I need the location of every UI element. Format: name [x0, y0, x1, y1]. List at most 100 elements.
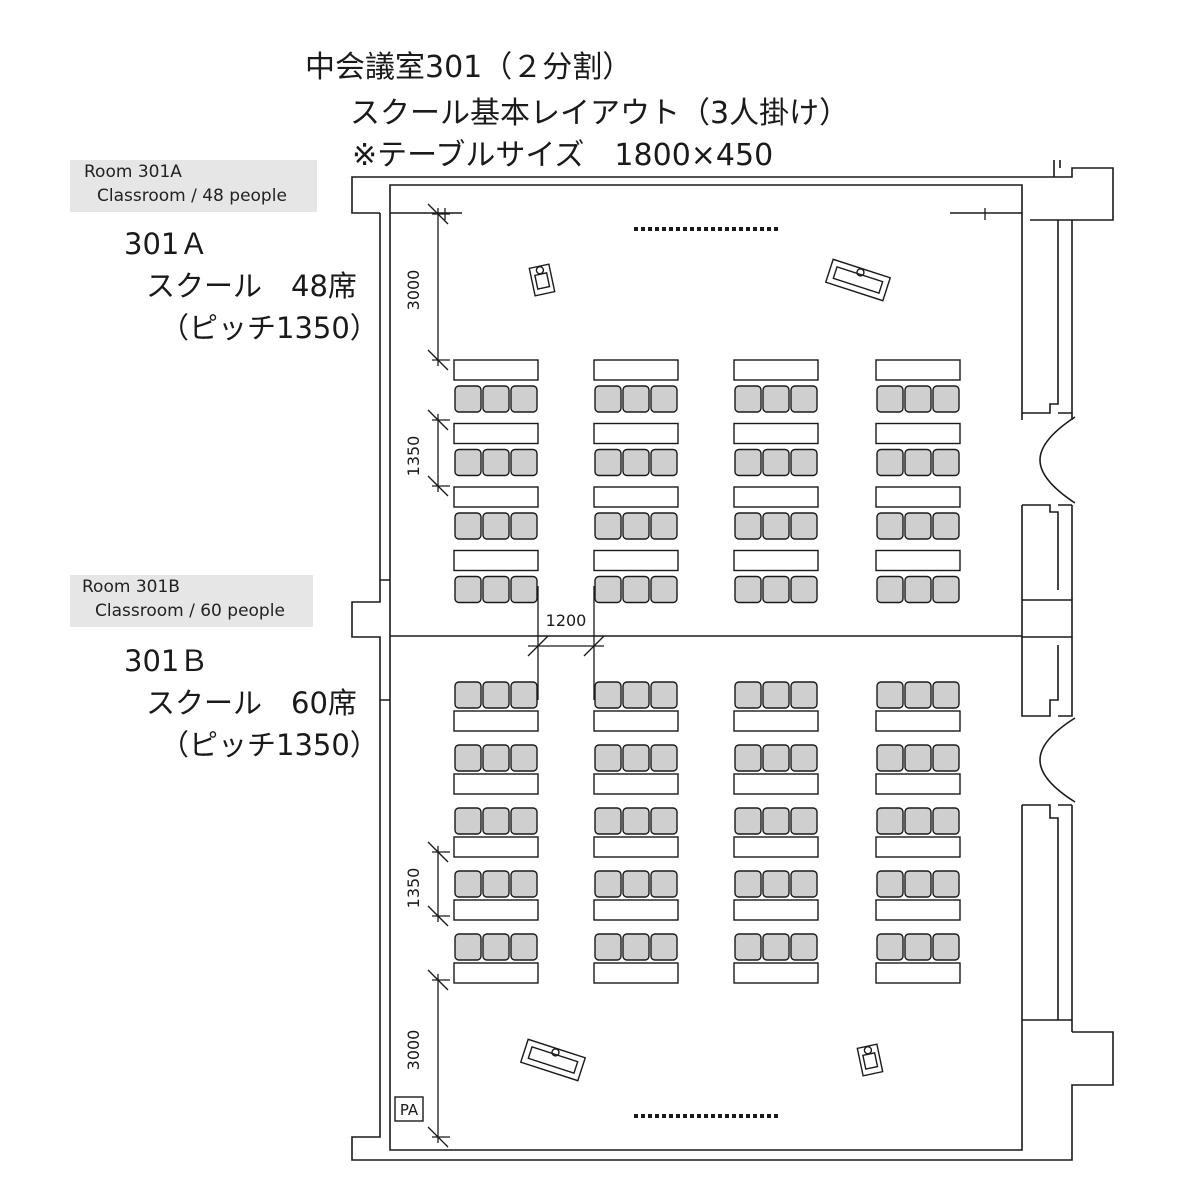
chair-b-0-2 — [734, 681, 762, 709]
chair-a-1-0 — [510, 448, 538, 477]
chair-a-1-2 — [734, 448, 762, 477]
chair-b-1-1 — [594, 744, 622, 772]
chair-b-1-2 — [734, 744, 762, 772]
table-a-0-3 — [875, 359, 961, 381]
chair-a-1-2 — [762, 448, 790, 477]
table-a-0-2 — [733, 359, 819, 381]
chair-b-2-1 — [594, 807, 622, 835]
chair-b-3-3 — [932, 870, 960, 898]
chair-b-3-0 — [454, 870, 482, 898]
table-a-0-1 — [593, 359, 679, 381]
table-b-3-0 — [453, 899, 539, 921]
room-a-layout: スクール 48席 — [146, 269, 357, 303]
dim-front-a: 3000 — [404, 270, 423, 311]
table-b-1-2 — [733, 773, 819, 795]
chair-a-3-3 — [876, 575, 904, 604]
room-b-name: 301Ｂ — [124, 644, 209, 678]
chair-b-0-0 — [454, 681, 482, 709]
chair-a-1-1 — [622, 448, 650, 477]
table-a-2-3 — [875, 486, 961, 508]
chair-b-0-3 — [904, 681, 932, 709]
chair-b-4-2 — [762, 933, 790, 961]
chair-a-2-2 — [762, 512, 790, 540]
chair-b-1-3 — [904, 744, 932, 772]
chair-a-3-3 — [932, 575, 960, 604]
table-a-2-0 — [453, 486, 539, 508]
chair-b-4-2 — [790, 933, 818, 961]
tables-layer — [453, 359, 961, 984]
chair-a-2-3 — [904, 512, 932, 540]
page-subtitle: スクール基本レイアウト（3人掛け） — [350, 96, 850, 131]
table-b-2-1 — [593, 836, 679, 858]
chair-b-1-0 — [510, 744, 538, 772]
pa-box — [394, 1096, 424, 1122]
dim-aisle-tick — [527, 635, 549, 657]
chair-b-0-0 — [510, 681, 538, 709]
chair-b-4-1 — [622, 933, 650, 961]
table-a-2-1 — [593, 486, 679, 508]
chair-b-2-0 — [482, 807, 510, 835]
chair-b-4-0 — [482, 933, 510, 961]
chair-a-3-2 — [790, 575, 818, 604]
table-b-4-0 — [453, 962, 539, 984]
chair-b-0-2 — [790, 681, 818, 709]
podium-b-small — [856, 1043, 884, 1077]
chair-b-3-0 — [510, 870, 538, 898]
chair-b-1-0 — [482, 744, 510, 772]
dim-aisle-tick — [583, 635, 605, 657]
chair-a-2-2 — [734, 512, 762, 540]
chair-b-0-2 — [762, 681, 790, 709]
chair-a-0-2 — [790, 385, 818, 413]
room-a-label-name: Room 301A — [84, 162, 182, 182]
room-b-label-name: Room 301B — [82, 577, 180, 597]
chair-a-1-2 — [790, 448, 818, 477]
chair-b-1-3 — [876, 744, 904, 772]
chair-b-4-1 — [594, 933, 622, 961]
chair-a-2-0 — [482, 512, 510, 540]
dim-front-b: 3000 — [404, 1030, 423, 1071]
table-a-3-3 — [875, 549, 961, 572]
table-b-3-2 — [733, 899, 819, 921]
chair-a-2-3 — [932, 512, 960, 540]
chair-b-1-2 — [790, 744, 818, 772]
chair-b-3-1 — [594, 870, 622, 898]
chair-a-0-0 — [454, 385, 482, 413]
chair-a-0-0 — [510, 385, 538, 413]
page-title: 中会議室301（２分割） — [305, 50, 633, 85]
chair-b-2-2 — [734, 807, 762, 835]
chair-b-4-3 — [904, 933, 932, 961]
chair-b-3-2 — [734, 870, 762, 898]
table-b-0-1 — [593, 710, 679, 732]
chair-b-2-3 — [876, 807, 904, 835]
room-b-layout: スクール 60席 — [146, 686, 357, 720]
chair-b-3-2 — [790, 870, 818, 898]
chair-a-3-2 — [734, 575, 762, 604]
table-b-2-2 — [733, 836, 819, 858]
chair-a-2-1 — [594, 512, 622, 540]
chair-a-1-3 — [904, 448, 932, 477]
podium-a-small — [528, 263, 556, 297]
chair-b-3-3 — [876, 870, 904, 898]
chair-b-4-3 — [932, 933, 960, 961]
room-b-pitch: （ピッチ1350） — [160, 728, 379, 762]
table-a-3-1 — [593, 549, 679, 572]
dimension-layer — [427, 203, 986, 1148]
chair-a-2-0 — [510, 512, 538, 540]
chair-a-2-2 — [790, 512, 818, 540]
chair-a-3-0 — [482, 575, 510, 604]
room-walls — [351, 160, 1114, 1161]
chair-b-1-0 — [454, 744, 482, 772]
chair-b-1-3 — [932, 744, 960, 772]
chair-b-4-2 — [734, 933, 762, 961]
chair-a-3-0 — [510, 575, 538, 604]
table-b-4-3 — [875, 962, 961, 984]
chair-a-1-0 — [482, 448, 510, 477]
table-b-2-0 — [453, 836, 539, 858]
table-b-1-3 — [875, 773, 961, 795]
room-b-label-capacity: Classroom / 60 people — [95, 601, 285, 621]
chair-b-0-1 — [594, 681, 622, 709]
table-a-1-1 — [593, 422, 679, 445]
chair-b-0-0 — [482, 681, 510, 709]
table-a-0-0 — [453, 359, 539, 381]
chair-a-0-2 — [734, 385, 762, 413]
